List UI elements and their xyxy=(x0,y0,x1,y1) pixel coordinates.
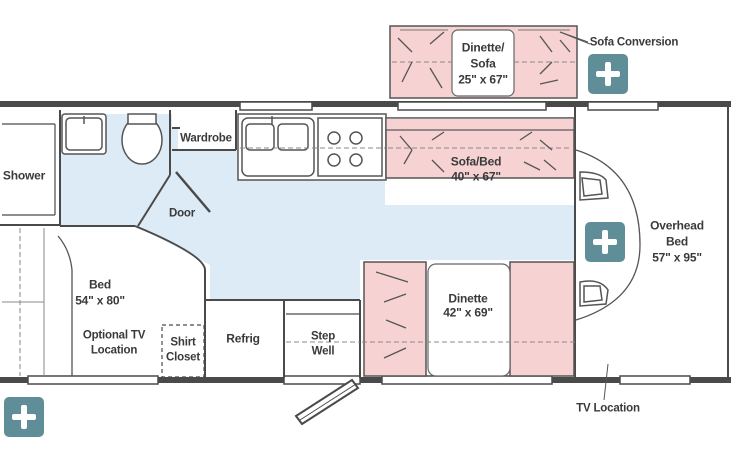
sofa-conversion-leader xyxy=(559,31,591,45)
overhead-bed-size-label: 57" x 95" xyxy=(652,250,702,265)
shirt-closet-label-line1: Shirt xyxy=(170,336,196,349)
overhead-bed-label-line1: Overhead xyxy=(650,218,704,233)
walls xyxy=(0,101,731,385)
bed-label: Bed xyxy=(88,277,112,292)
shirt-closet-label-line2: Closet xyxy=(166,351,200,364)
dinette xyxy=(286,261,575,377)
step-well-label-line1: Step xyxy=(310,330,336,343)
sofa-conversion-label: Sofa Conversion xyxy=(589,36,679,49)
dinette-label: Dinette xyxy=(448,291,488,306)
dinette-sofa-size-label: 25" x 67" xyxy=(458,72,508,87)
shower-label: Shower xyxy=(2,168,46,183)
plus-icon xyxy=(596,62,620,86)
bed-size-label: 54" x 80" xyxy=(75,293,125,308)
expand-button-sofa-conversion[interactable] xyxy=(588,54,628,94)
slide-out-dinette-sofa xyxy=(389,25,589,99)
plus-icon xyxy=(12,405,36,429)
floor-area xyxy=(60,128,575,300)
tv-location-leader xyxy=(603,363,609,401)
tv-location-label: TV Location xyxy=(576,402,640,415)
wardrobe-label: Wardrobe xyxy=(180,132,232,145)
overhead-bed-label-line2: Bed xyxy=(665,234,689,249)
plus-icon xyxy=(593,230,617,254)
door-label: Door xyxy=(168,207,196,220)
kitchen-counter xyxy=(237,113,387,181)
sofa-bed-size-label: 40" x 67" xyxy=(451,169,501,184)
dinette-sofa-label-line2: Sofa xyxy=(470,56,496,71)
bath-fixtures xyxy=(61,113,163,165)
entry-door xyxy=(294,378,360,426)
step-well-label-line2: Well xyxy=(311,345,335,358)
bed-area xyxy=(2,228,73,376)
dinette-sofa-label-line1: Dinette/ xyxy=(461,40,505,55)
refrig-label: Refrig xyxy=(226,331,260,346)
optional-tv-label-line1: Optional TV xyxy=(82,329,146,342)
cab-seats xyxy=(575,149,641,321)
optional-tv-label-line2: Location xyxy=(90,344,138,357)
sofa-bed-label: Sofa/Bed xyxy=(450,154,502,169)
expand-button-overhead-bed[interactable] xyxy=(585,222,625,262)
dinette-size-label: 42" x 69" xyxy=(443,305,493,320)
expand-button-bed[interactable] xyxy=(4,397,44,437)
sofa-bed xyxy=(385,117,575,179)
